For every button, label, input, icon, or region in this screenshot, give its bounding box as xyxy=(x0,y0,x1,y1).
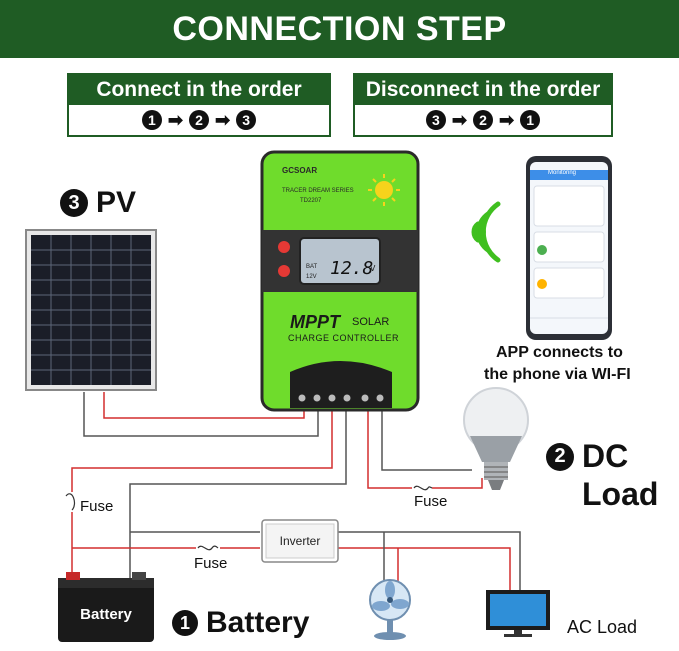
ac-load-label: AC Load xyxy=(567,617,638,637)
controller-bat-label: BAT xyxy=(306,264,318,270)
battery-label: 1 Battery xyxy=(172,606,309,640)
controller-display-value: 12.8 xyxy=(330,258,374,279)
phone-icon xyxy=(526,156,612,340)
battery-icon xyxy=(58,572,154,642)
page-title: CONNECTION STEP xyxy=(0,0,679,58)
controller-subtitle: CHARGE CONTROLLER xyxy=(288,333,400,343)
pv-label: 3 PV xyxy=(60,186,136,220)
step-number: 1 xyxy=(172,610,198,636)
ac-live-wire xyxy=(338,547,511,590)
connect-order-box: Connect in the order 1 ➡ 2 ➡ 3 xyxy=(67,73,331,137)
controller-solar: SOLAR xyxy=(352,316,390,328)
step-number: 1 xyxy=(141,110,162,130)
fuse-icon xyxy=(65,493,76,511)
dc-load-label-line1: DC xyxy=(582,438,629,474)
controller-series: TRACER DREAM SERIES xyxy=(282,188,354,194)
app-caption-line1: APP connects to xyxy=(496,344,623,361)
fuse-label-right: Fuse xyxy=(414,493,448,510)
disconnect-order-title: Disconnect in the order xyxy=(355,75,611,105)
load-positive-wire xyxy=(367,402,412,489)
pv-negative-wire xyxy=(83,392,319,437)
solar-panel-icon xyxy=(25,229,157,391)
monitor-icon xyxy=(486,590,550,637)
arrow-right-icon: ➡ xyxy=(499,109,515,130)
inverter-icon xyxy=(261,519,339,563)
pv-label-text: PV xyxy=(96,186,137,219)
step-number: 2 xyxy=(189,110,209,130)
light-bulb-icon xyxy=(463,387,529,490)
fuse-label-middle: Fuse xyxy=(194,555,228,572)
step-number: 1 xyxy=(520,110,541,130)
dc-load-label-line2: Load xyxy=(582,476,659,512)
app-caption-line2: the phone via WI-FI xyxy=(484,366,631,383)
arrow-right-icon: ➡ xyxy=(215,109,231,130)
step-number: 2 xyxy=(473,110,493,130)
battery-positive-wire xyxy=(71,402,333,492)
load-negative-wire xyxy=(381,402,472,471)
fuse-icon xyxy=(413,485,433,491)
ac-neutral-wire xyxy=(338,531,521,590)
controller-brand: GCSOAR xyxy=(282,166,318,175)
step-number: 2 xyxy=(546,442,574,471)
controller-display-unit: V xyxy=(370,264,376,273)
inverter-label: Inverter xyxy=(279,534,321,548)
connect-order-title: Connect in the order xyxy=(69,75,329,105)
app-screen-title: Monitoring xyxy=(548,170,577,176)
controller-volt-label: 12V xyxy=(306,274,317,280)
disconnect-order-steps: 3 ➡ 2 ➡ 1 xyxy=(355,105,611,135)
sun-icon xyxy=(368,174,400,206)
fuse-label-left: Fuse xyxy=(80,498,114,515)
connect-order-steps: 1 ➡ 2 ➡ 3 xyxy=(69,105,329,135)
step-number: 3 xyxy=(60,189,88,217)
charge-controller-icon xyxy=(260,150,420,412)
fan-icon xyxy=(369,579,411,640)
controller-model: TD2207 xyxy=(300,198,322,204)
step-number: 3 xyxy=(425,110,446,130)
battery-label-text: Battery xyxy=(206,606,310,639)
controller-mppt: MPPT xyxy=(290,312,341,332)
fuse-icon xyxy=(197,545,219,551)
step-number: 3 xyxy=(236,110,257,130)
dc-load-label: 2 DC xyxy=(546,438,628,475)
arrow-right-icon: ➡ xyxy=(451,109,467,130)
disconnect-order-box: Disconnect in the order 3 ➡ 2 ➡ 1 xyxy=(353,73,613,137)
battery-case-label: Battery xyxy=(80,606,132,623)
arrow-right-icon: ➡ xyxy=(167,109,183,130)
